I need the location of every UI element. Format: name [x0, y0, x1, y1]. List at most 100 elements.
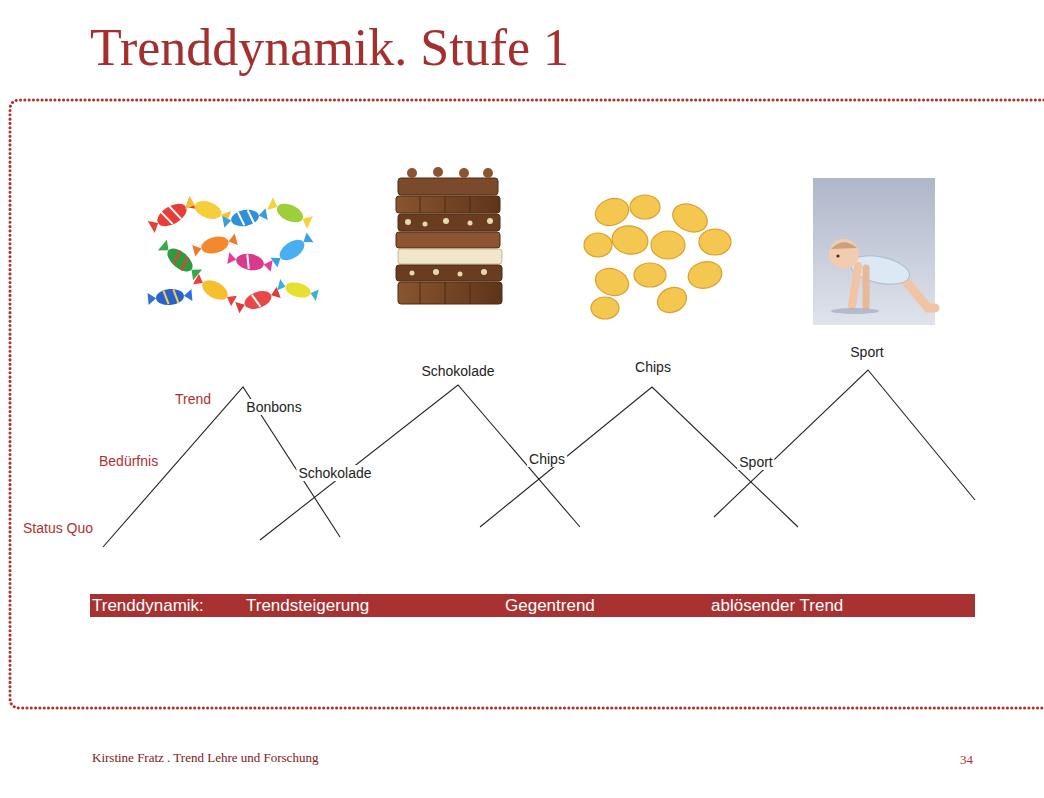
candy-illustration [222, 206, 268, 229]
slide-title: Trenddynamik. Stufe 1 [90, 18, 569, 77]
baby-illustration [903, 278, 935, 308]
candy-illustration [284, 280, 313, 300]
candy-illustration [235, 287, 280, 313]
chocolate-illustration [405, 219, 411, 225]
candy-illustration [171, 251, 191, 271]
chocolate-illustration [420, 196, 470, 304]
chocolate-illustration [423, 222, 428, 227]
curve-label: Schokolade [419, 363, 496, 379]
page-number: 34 [958, 752, 975, 768]
band-text: Gegentrend [505, 594, 595, 617]
trend-dynamics-band: Trenddynamik: Trendsteigerung Gegentrend ab… [90, 594, 975, 617]
chips-illustration [610, 223, 650, 257]
candy-illustration [269, 231, 314, 269]
trend-curve [260, 385, 580, 540]
baby-illustration [831, 242, 857, 249]
baby-illustration [852, 266, 858, 306]
band-text: Trendsteigerung [246, 594, 369, 617]
candy-illustration [192, 272, 238, 308]
chocolate-illustration [443, 218, 449, 224]
chocolate-illustration [398, 249, 502, 264]
candy-illustration [222, 208, 267, 227]
trend-curve [103, 370, 975, 547]
chocolate-illustration [410, 271, 415, 276]
chips-illustration [592, 264, 633, 300]
candy-illustration [199, 276, 231, 304]
chocolate-illustration [433, 269, 439, 275]
chocolate-illustration [396, 232, 500, 248]
chips-illustration [584, 233, 612, 257]
chocolate-illustration [433, 167, 443, 177]
axis-label: Status Quo [21, 520, 95, 536]
axis-label: Trend [173, 391, 213, 407]
candy-illustration [154, 199, 191, 231]
candy-illustration [158, 240, 202, 280]
candy-illustration [157, 239, 203, 281]
candy-illustration [150, 193, 320, 318]
candy-illustration [277, 279, 319, 301]
candy-illustration [252, 293, 261, 308]
trend-curve [480, 387, 798, 527]
chips-illustration [592, 194, 633, 230]
candy-illustration [271, 232, 314, 267]
chips-illustration [653, 283, 690, 317]
chips-illustration [634, 263, 666, 287]
trend-curve [714, 370, 975, 517]
curve-label: Sport [848, 344, 885, 360]
baby-illustration [813, 178, 935, 325]
candy-illustration [193, 274, 237, 306]
chocolate-illustration [468, 221, 473, 226]
candy-illustration [227, 252, 272, 271]
chocolate-illustration [407, 168, 417, 178]
candy-illustration [161, 204, 182, 226]
band-text: Trenddynamik: [92, 594, 204, 617]
chocolate-illustration [396, 196, 500, 213]
chocolate-illustration [398, 214, 500, 231]
candy-illustration [245, 254, 251, 268]
candy-illustration [147, 287, 192, 307]
candy-illustration [163, 289, 178, 304]
candy-illustration [235, 285, 282, 315]
candy-illustration [238, 210, 254, 226]
baby-illustration [831, 308, 879, 314]
candy-illustration [192, 198, 224, 223]
chips-illustration [685, 258, 725, 292]
chocolate-illustration [458, 272, 463, 277]
candy-illustration [267, 197, 313, 228]
baby-illustration [836, 254, 839, 257]
candy-illustration [267, 196, 314, 229]
candy-illustration [192, 234, 238, 257]
curve-label: Sport [737, 454, 774, 470]
chocolate-illustration [481, 269, 487, 275]
chocolate-illustration [405, 218, 493, 277]
candy-illustration [242, 288, 274, 313]
chocolate-illustration [396, 167, 502, 304]
chips-illustration [651, 231, 685, 259]
dotted-frame [10, 100, 1044, 708]
baby-illustration [829, 239, 859, 269]
candy-illustration [147, 193, 320, 318]
curve-label: Schokolade [296, 465, 373, 481]
chocolate-illustration [487, 218, 493, 224]
chips-illustration [630, 195, 660, 219]
chocolate-illustration [398, 178, 498, 195]
baby-illustration [813, 178, 935, 325]
chocolate-illustration [483, 168, 493, 178]
footer-text: Kirstine Fratz . Trend Lehre und Forschu… [90, 750, 320, 766]
band-text: ablösender Trend [711, 594, 843, 617]
baby-illustration [863, 268, 870, 306]
curve-label: Chips [633, 359, 673, 375]
chocolate-illustration [459, 168, 469, 178]
chocolate-illustration [398, 282, 502, 304]
candy-illustration [199, 234, 230, 257]
axis-label: Bedürfnis [97, 453, 160, 469]
chips-illustration [699, 229, 731, 255]
candy-illustration [227, 250, 273, 273]
candy-illustration [277, 278, 319, 302]
curve-label: Bonbons [244, 399, 303, 415]
candy-illustration [155, 288, 184, 306]
curve-label: Chips [527, 451, 567, 467]
chocolate-illustration [396, 265, 502, 281]
